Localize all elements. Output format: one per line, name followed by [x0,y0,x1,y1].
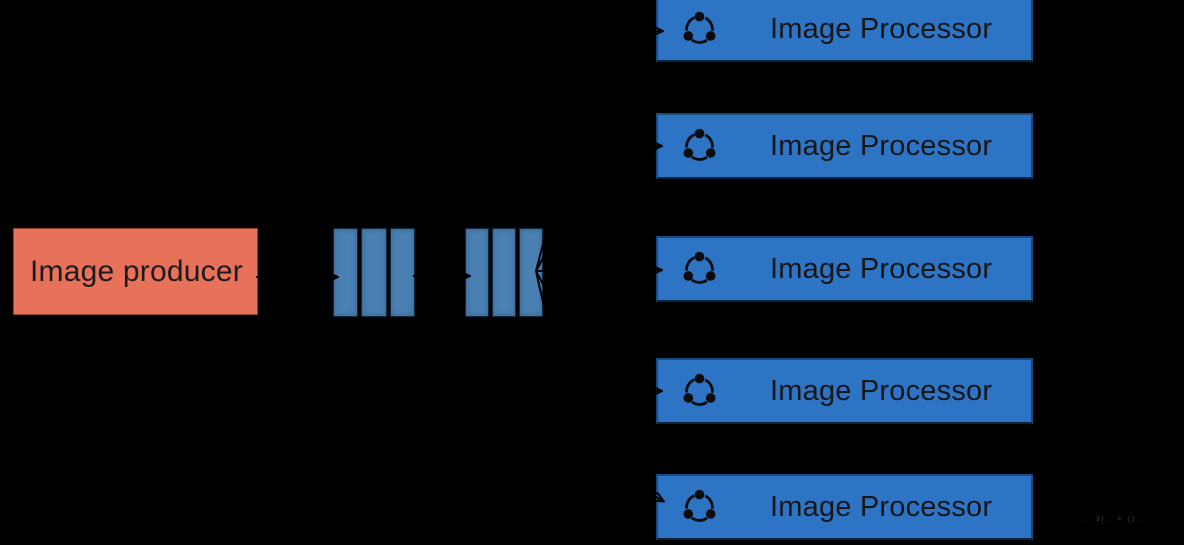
image-processor-box-2: Image Processor [656,113,1033,179]
image-processor-label: Image Processor [770,252,993,285]
queue-group-2 [465,228,543,317]
cycle-dots-icon [683,128,716,161]
image-processor-label: Image Processor [770,374,993,407]
image-processor-label: Image Processor [770,12,993,45]
image-processor-box-4: Image Processor [656,358,1033,424]
queue-segment [465,228,489,317]
image-processor-box-3: Image Processor [656,236,1033,302]
cycle-dots-icon [683,489,716,522]
image-producer-label: Image producer [30,254,243,288]
cycle-dots-icon [683,11,716,44]
queue-segment [361,228,387,317]
cycle-dots-icon [683,373,716,406]
arrow-queue2-to-processor1 [535,31,662,272]
queue-segment [519,228,543,317]
queue-segment [333,228,359,317]
image-processor-label: Image Processor [770,129,993,162]
image-processor-box-5: Image Processor [656,474,1033,540]
arrow-queue2-to-processor3 [535,270,661,271]
arrow-queue2-to-processor5 [535,270,663,501]
image-processor-box-1: Image Processor [656,0,1033,62]
image-producer-box: Image producer [13,228,258,315]
queue-group-1 [333,228,415,317]
watermark: : :3| : = () : [1084,516,1144,523]
queue-segment [389,228,415,317]
queue-segment [492,228,516,317]
cycle-dots-icon [683,251,716,284]
arrow-queue2-to-processor2 [535,146,661,272]
arrow-queue2-to-processor4 [535,270,661,391]
image-processor-label: Image Processor [770,490,993,523]
